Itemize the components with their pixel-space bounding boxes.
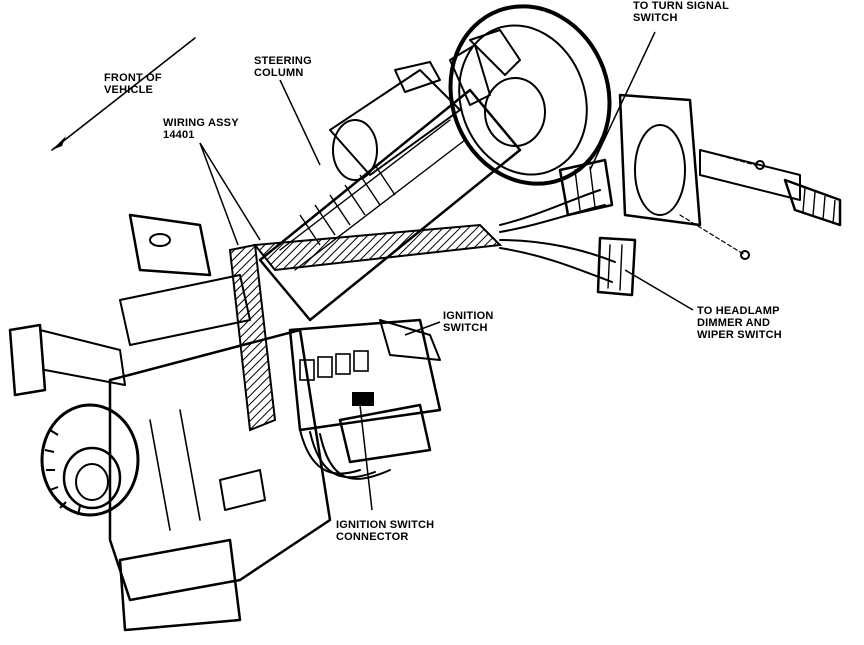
label-turn-signal-switch: TO TURN SIGNAL SWITCH	[633, 0, 729, 24]
label-line: SWITCH	[443, 322, 488, 334]
label-line: WIRING ASSY	[163, 117, 239, 129]
wiring-harness	[228, 189, 616, 432]
label-line: IGNITION SWITCH	[336, 519, 435, 531]
label-line: FRONT OF	[104, 72, 162, 84]
label-line: STEERING	[254, 55, 312, 67]
front-arrow-icon	[51, 37, 196, 151]
label-line: TO TURN SIGNAL	[633, 0, 730, 12]
label-steering-column: STEERING COLUMN	[254, 55, 312, 79]
label-line: SWITCH	[633, 12, 678, 24]
label-wiring-assy: WIRING ASSY 14401	[163, 117, 239, 141]
steering-wheel-hub	[448, 4, 612, 186]
label-ignition-switch-connector: IGNITION SWITCH CONNECTOR	[336, 519, 434, 543]
multifunction-switch	[618, 93, 842, 260]
mounting-bracket	[8, 213, 251, 397]
steering-column	[258, 61, 522, 322]
label-ignition-switch: IGNITION SWITCH	[443, 310, 494, 334]
ignition-switch-block	[288, 318, 442, 432]
label-line: COLUMN	[254, 67, 304, 79]
label-line: WIPER SWITCH	[697, 329, 782, 341]
turn-signal-connector	[558, 158, 614, 217]
headlamp-connector	[596, 236, 637, 297]
shift-gear	[40, 403, 140, 517]
label-line: CONNECTOR	[336, 531, 409, 543]
ignition-connector	[299, 403, 432, 480]
label-line: TO HEADLAMP	[697, 305, 780, 317]
label-headlamp-wiper-switch: TO HEADLAMP DIMMER AND WIPER SWITCH	[697, 305, 782, 341]
label-front-of-vehicle: FRONT OF VEHICLE	[104, 72, 162, 96]
label-line: 14401	[163, 129, 195, 141]
lower-casting	[108, 328, 332, 632]
label-line: DIMMER AND	[697, 317, 771, 329]
label-line: IGNITION	[443, 310, 494, 322]
leader-lines	[199, 31, 694, 511]
label-line: VEHICLE	[104, 84, 154, 96]
